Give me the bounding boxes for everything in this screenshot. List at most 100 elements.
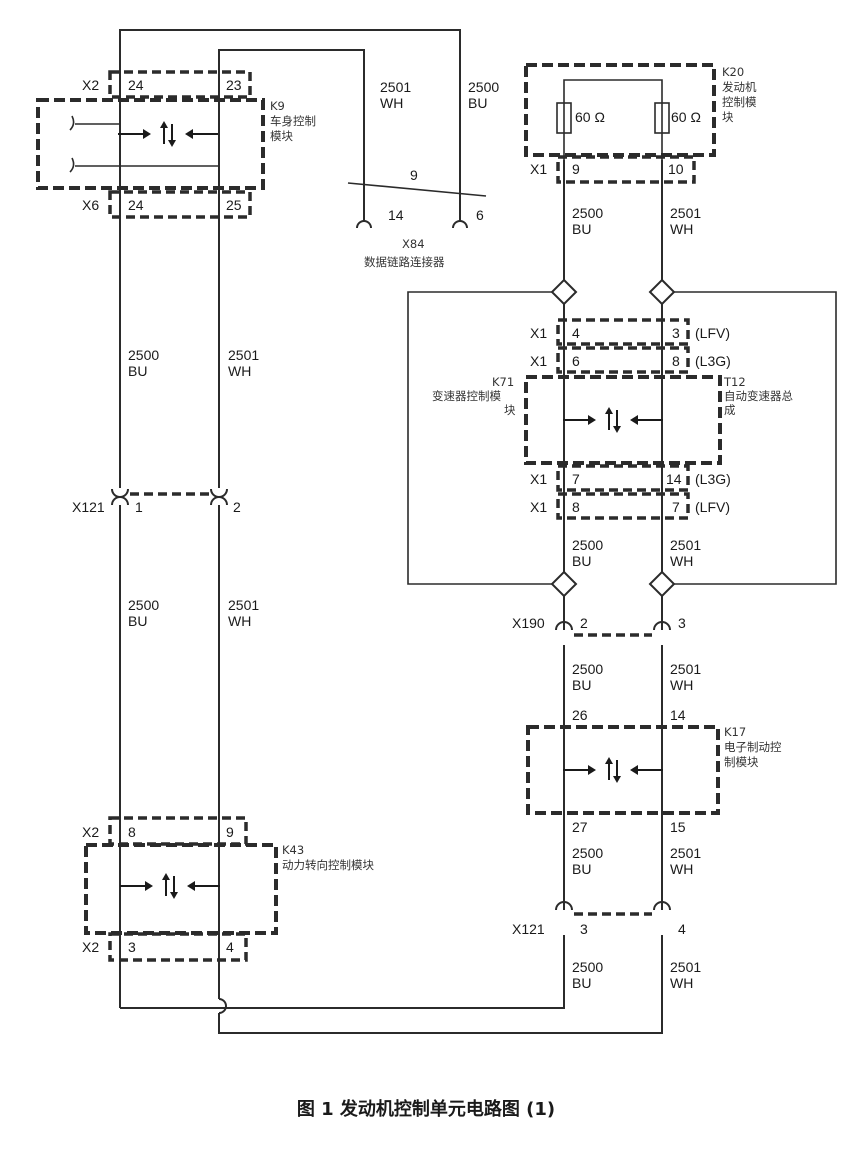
k43-x2-bot-pin-bu: 3	[128, 939, 136, 955]
k9-x6-label: X6	[82, 197, 99, 213]
t12-top-l3g-x1: X1	[530, 353, 547, 369]
left-lower-wh-color: WH	[228, 613, 251, 629]
t12-wire-bu-color: BU	[572, 553, 591, 569]
x121-right-wire-bu-color: BU	[572, 975, 591, 991]
k9-id: K9	[270, 99, 285, 113]
x84-id: X84	[402, 237, 425, 251]
x121-right-cup-wh	[653, 901, 671, 911]
k20-name-1: 发动机	[722, 80, 757, 94]
x84-pin-wh-label: 14	[388, 207, 404, 223]
k20-id: K20	[722, 65, 744, 79]
t12-top-lfv-pin-bu: 4	[572, 325, 580, 341]
x190-wire-bu-number: 2500	[572, 661, 603, 677]
k17-bot-pin-wh: 15	[670, 819, 686, 835]
k43-name: 动力转向控制模块	[282, 858, 374, 872]
x84-wire-bu-color: BU	[468, 95, 487, 111]
k9-x2-pin-wh: 23	[226, 77, 242, 93]
t12-name-2: 成	[724, 403, 736, 417]
x190-pin-wh: 3	[678, 615, 686, 631]
module-boxes	[36, 63, 722, 962]
x84-name: 数据链路连接器	[364, 255, 445, 269]
splice-bu-top	[550, 278, 578, 306]
k20-name-3: 块	[722, 110, 734, 124]
wh-wire-crossover	[218, 998, 227, 1014]
t12-top-lfv-variant: (LFV)	[695, 325, 730, 341]
x84-connector	[347, 182, 487, 229]
k20-wire-bu-number: 2500	[572, 205, 603, 221]
k20-resistor-bu	[556, 102, 572, 134]
t12-top-l3g-pin-wh: 8	[672, 353, 680, 369]
t12-bot-l3g-pin-bu: 7	[572, 471, 580, 487]
left-upper-bu-color: BU	[128, 363, 147, 379]
k9-x6-pin-wh: 25	[226, 197, 242, 213]
k9-x6-pin-bu: 24	[128, 197, 144, 213]
k71-name-2: 块	[504, 403, 516, 417]
x190-cup-wh	[653, 621, 671, 631]
x121-left-cup-wh	[210, 488, 228, 498]
x190-wire-bu-color: BU	[572, 677, 591, 693]
x190-cup-bu	[555, 621, 573, 631]
k20-pin-bu: 9	[572, 161, 580, 177]
x84-ground-wire	[347, 182, 487, 197]
x190-label: X190	[512, 615, 545, 631]
t12-x1-connector-lfv-bottom	[556, 492, 690, 520]
k20-x1-connector	[556, 155, 696, 184]
x84-pin-gnd: 9	[410, 167, 418, 183]
left-lower-bu-number: 2500	[128, 597, 159, 613]
k43-x2-top-pin-bu: 8	[128, 824, 136, 840]
k17-module-box	[526, 725, 720, 815]
k43-comm-icon	[120, 873, 220, 899]
k43-x2-top-pin-wh: 9	[226, 824, 234, 840]
k9-comm-icon	[118, 121, 218, 147]
x121-right-pin-bu: 3	[580, 921, 588, 937]
k20-wire-wh-color: WH	[670, 221, 693, 237]
x84-pin-wh	[356, 220, 372, 229]
k9-x2-label: X2	[82, 77, 99, 93]
k9-break-bottom	[69, 157, 75, 173]
t12-bot-l3g-pin-wh: 14	[666, 471, 682, 487]
x121-right-wire-bu-number: 2500	[572, 959, 603, 975]
x190-wire-wh-number: 2501	[670, 661, 701, 677]
k43-id: K43	[282, 843, 304, 857]
t12-wire-wh-number: 2501	[670, 537, 701, 553]
k20-wire-wh-number: 2501	[670, 205, 701, 221]
k9-module-box	[36, 98, 265, 190]
right-wiring	[407, 79, 837, 910]
k43-x2-top-label: X2	[82, 824, 99, 840]
k20-resistor-wh-value: 60 Ω	[671, 109, 701, 125]
labels: X2 24 23 K9 车身控制 模块 X6 24 25 2501 WH 250…	[72, 65, 793, 1120]
wh-wire-bottom	[218, 935, 663, 1034]
k43-module-box	[84, 843, 278, 935]
bypass-loop-right	[674, 291, 837, 585]
k17-name-2: 制模块	[724, 755, 759, 769]
k20-resistor-wh	[654, 102, 670, 134]
k43-x2-bot-pin-wh: 4	[226, 939, 234, 955]
k9-name-2: 模块	[270, 129, 293, 143]
k17-top-pin-wh: 14	[670, 707, 686, 723]
t12-wire-wh-color: WH	[670, 553, 693, 569]
figure-caption: 图 1 发动机控制单元电路图 (1)	[297, 1098, 555, 1120]
x121-right-wire-wh-color: WH	[670, 975, 693, 991]
k17-comm-icon	[563, 757, 663, 783]
x121-left-pin-wh: 2	[233, 499, 241, 515]
x121-left-cup-bu	[111, 488, 129, 498]
left-upper-wh-color: WH	[228, 363, 251, 379]
t12-bot-lfv-pin-wh: 7	[672, 499, 680, 515]
bypass-loop	[407, 291, 552, 585]
x84-wire-wh-color: WH	[380, 95, 403, 111]
comm-arrows	[118, 121, 663, 899]
k43-x2-connector-top	[108, 816, 248, 846]
k17-wire-wh-color: WH	[670, 861, 693, 877]
bu-wire-left	[119, 29, 461, 488]
k20-name-2: 控制模	[722, 95, 757, 109]
t12-wire-bu-number: 2500	[572, 537, 603, 553]
k20-module-box	[524, 63, 716, 157]
x190-pin-bu: 2	[580, 615, 588, 631]
k20-wire-bu-color: BU	[572, 221, 591, 237]
t12-bot-l3g-variant: (L3G)	[695, 471, 731, 487]
x190-wire-wh-color: WH	[670, 677, 693, 693]
k17-wire-wh-number: 2501	[670, 845, 701, 861]
t12-top-lfv-x1: X1	[530, 325, 547, 341]
t12-bot-l3g-x1: X1	[530, 471, 547, 487]
